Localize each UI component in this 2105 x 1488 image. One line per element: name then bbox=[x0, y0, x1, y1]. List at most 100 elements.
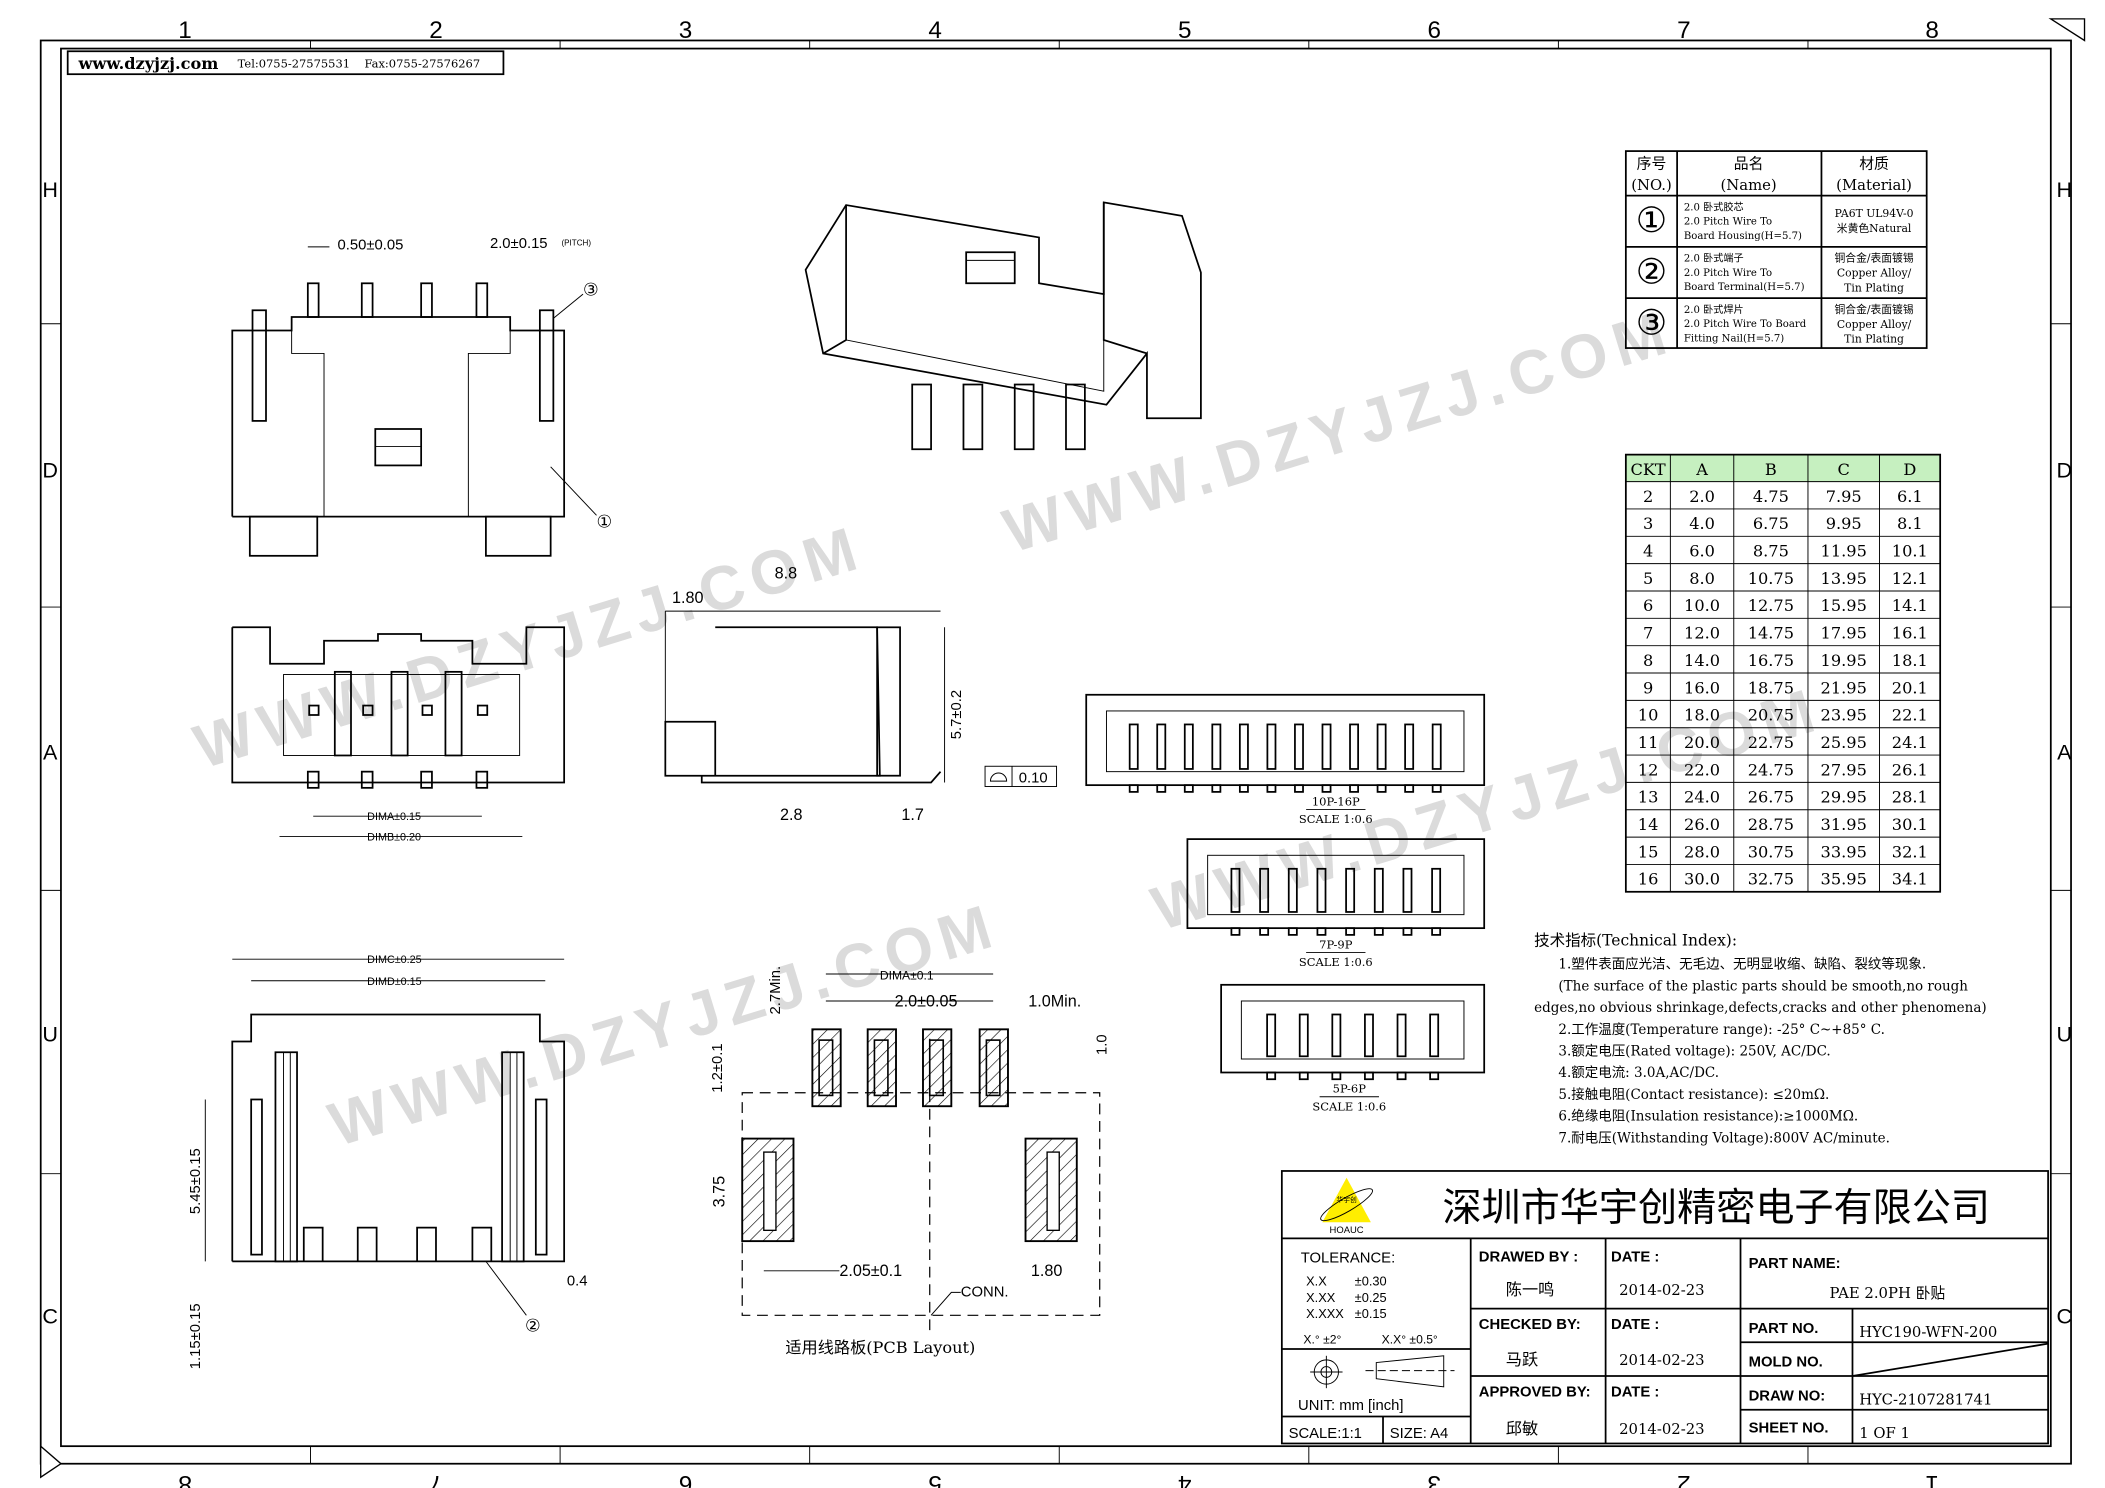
drawed-by-label: DRAWED BY : bbox=[1479, 1249, 1578, 1265]
terminal-contact bbox=[308, 704, 320, 716]
zone-number-bottom: 8 bbox=[178, 1470, 192, 1488]
watermark: WWW.DZYJZJ.COM bbox=[187, 513, 873, 782]
table-cell: 28.75 bbox=[1748, 815, 1794, 834]
terminal-pin bbox=[420, 282, 433, 318]
terminal-pin bbox=[1065, 383, 1086, 451]
table-header-bg bbox=[1625, 454, 1941, 482]
terminal-pin bbox=[1287, 927, 1298, 936]
part-name-line: 2.0 Pitch Wire To bbox=[1684, 268, 1772, 279]
scaled-view-label: 7P-9P bbox=[1319, 937, 1353, 951]
size-label: SIZE: A4 bbox=[1390, 1426, 1449, 1442]
table-cell: 15.95 bbox=[1821, 596, 1867, 615]
pcb-pad-offset: 1.0 bbox=[1094, 1034, 1110, 1055]
part-material-line: 铜合金/表面镀锡 bbox=[1835, 252, 1914, 265]
tech-index-line: 5.接触电阻(Contact resistance): ≤20mΩ. bbox=[1558, 1086, 1829, 1103]
dim-height: 5.7±0.2 bbox=[949, 690, 965, 739]
top-view: 0.50±0.05 2.0±0.15 (PITCH) ③ ① bbox=[231, 236, 612, 557]
part-name-label: PART NAME: bbox=[1749, 1256, 1841, 1272]
pcb-nail-height: 3.75 bbox=[711, 1176, 729, 1207]
date-drawn: 2014-02-23 bbox=[1619, 1282, 1705, 1299]
parts-header-material-cn: 材质 bbox=[1859, 156, 1889, 173]
table-cell: 22.75 bbox=[1748, 733, 1794, 752]
table-cell: 9.95 bbox=[1826, 514, 1862, 533]
terminal-contact bbox=[1429, 1013, 1440, 1058]
table-cell: 31.95 bbox=[1821, 815, 1867, 834]
table-cell: 20.0 bbox=[1684, 733, 1720, 752]
part-material-line: Tin Plating bbox=[1844, 333, 1904, 346]
terminal-contact bbox=[1183, 723, 1194, 770]
terminal-pin bbox=[1211, 784, 1222, 793]
terminal-pin bbox=[911, 383, 932, 451]
terminal-contact bbox=[1404, 723, 1415, 770]
table-cell: 10.0 bbox=[1684, 596, 1720, 615]
table-cell: 16.75 bbox=[1748, 651, 1794, 670]
terminal-contact bbox=[1128, 723, 1139, 770]
table-cell: 13 bbox=[1638, 788, 1659, 807]
terminal-contact bbox=[1373, 867, 1384, 913]
pcb-pad-hole bbox=[928, 1039, 945, 1097]
pcb-pad bbox=[922, 1028, 953, 1108]
terminal-pin bbox=[420, 770, 433, 789]
table-cell: 34.1 bbox=[1892, 870, 1928, 889]
table-cell: 2.0 bbox=[1689, 487, 1715, 506]
table-cell: 11 bbox=[1638, 733, 1659, 752]
scaled-view-scale: SCALE 1:0.6 bbox=[1299, 955, 1373, 969]
tolerance-value: ±0.30 bbox=[1355, 1274, 1387, 1289]
callout-3: ③ bbox=[583, 280, 599, 300]
table-cell: 8.0 bbox=[1689, 569, 1715, 588]
table-cell: 10 bbox=[1638, 706, 1659, 725]
part-name-line: 2.0 Pitch Wire To bbox=[1684, 217, 1772, 228]
table-cell: 12 bbox=[1638, 760, 1659, 779]
pcb-min-width: 1.0Min. bbox=[1028, 992, 1081, 1010]
zone-number-top: 5 bbox=[1178, 17, 1192, 44]
tech-index-title: 技术指标(Technical Index): bbox=[1534, 932, 1737, 950]
table-cell: 6.1 bbox=[1897, 487, 1923, 506]
technical-index: 技术指标(Technical Index): 1.塑件表面应光洁、无毛边、无明显… bbox=[1534, 932, 1987, 1147]
terminal-contact bbox=[1156, 723, 1167, 770]
unit-label: UNIT: mm [inch] bbox=[1298, 1398, 1403, 1414]
table-cell: 14.75 bbox=[1748, 624, 1794, 643]
draw-no-value: HYC-2107281741 bbox=[1859, 1391, 1992, 1408]
company-logo: 华宇创 HOAUC bbox=[1320, 1177, 1373, 1236]
drawing-frame bbox=[39, 18, 2086, 1479]
checked-by-value: 马跃 bbox=[1506, 1350, 1538, 1369]
table-cell: 19.95 bbox=[1821, 651, 1867, 670]
part-number-circle: ① bbox=[1636, 200, 1667, 241]
terminal-pin bbox=[1349, 784, 1359, 793]
zone-letter-right: U bbox=[2056, 1021, 2072, 1046]
watermark: WWW.DZYJZJ.COM bbox=[996, 297, 1682, 566]
terminal-pin bbox=[962, 383, 984, 451]
table-cell: 3 bbox=[1643, 514, 1653, 533]
table-cell: 12.0 bbox=[1684, 624, 1720, 643]
table-cell: 29.95 bbox=[1821, 788, 1867, 807]
terminal-pin bbox=[1266, 1071, 1277, 1081]
terminal-contact bbox=[1298, 1013, 1309, 1058]
terminal-contact bbox=[1238, 723, 1249, 770]
tolerance-format: X.X bbox=[1306, 1274, 1327, 1289]
table-cell: 4.0 bbox=[1689, 514, 1715, 533]
part-material-line: 铜合金/表面镀锡 bbox=[1835, 303, 1914, 316]
part-name-line: 2.0 Pitch Wire To Board bbox=[1684, 319, 1807, 330]
table-cell: 16.1 bbox=[1892, 624, 1928, 643]
part-name-line: 2.0 卧式焊片 bbox=[1684, 303, 1744, 316]
pcb-conn-label: CONN. bbox=[961, 1284, 1009, 1300]
table-cell: 6.75 bbox=[1753, 514, 1789, 533]
terminal-pin bbox=[302, 1226, 324, 1262]
table-cell: 21.95 bbox=[1821, 678, 1867, 697]
terminal-pin bbox=[1316, 927, 1327, 936]
zone-number-bottom: 5 bbox=[928, 1470, 942, 1488]
title-block: 华宇创 HOAUC 深圳市华宇创精密电子有限公司 TOLERANCE: X.X±… bbox=[1280, 1170, 2049, 1445]
zone-number-bottom: 7 bbox=[429, 1470, 443, 1488]
dim-1-7: 1.7 bbox=[901, 806, 923, 824]
table-cell: 20.1 bbox=[1892, 678, 1928, 697]
terminal-pin bbox=[416, 1226, 437, 1262]
terminal-contact bbox=[1364, 1013, 1374, 1058]
terminal-contact bbox=[1402, 867, 1413, 913]
terminal-pin bbox=[1429, 1071, 1440, 1081]
table-cell: 26.0 bbox=[1684, 815, 1720, 834]
terminal-pin bbox=[1183, 784, 1194, 793]
parts-header-name-en: (Name) bbox=[1720, 177, 1776, 194]
table-cell: 24.75 bbox=[1748, 760, 1794, 779]
